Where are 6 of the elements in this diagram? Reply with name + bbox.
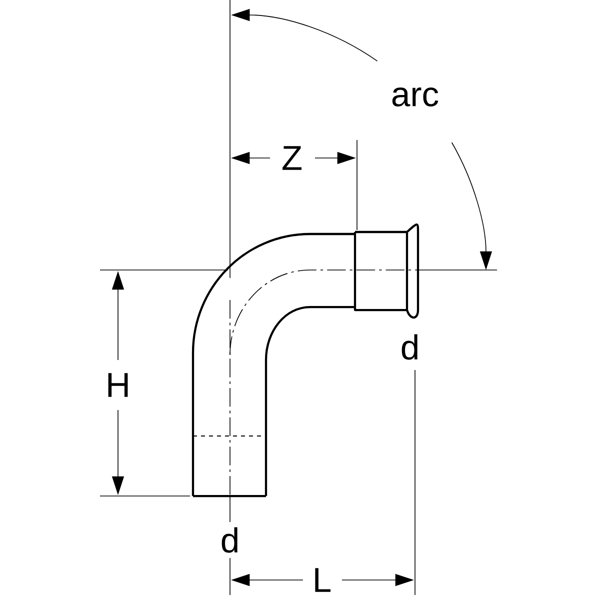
dimension-label: L <box>315 568 330 592</box>
dimension-label: d <box>222 527 238 553</box>
dimension-label: Z <box>282 146 302 170</box>
dimension-label: d <box>402 334 418 360</box>
dimension-label: arc <box>392 88 438 106</box>
dimension-label: H <box>108 373 128 397</box>
